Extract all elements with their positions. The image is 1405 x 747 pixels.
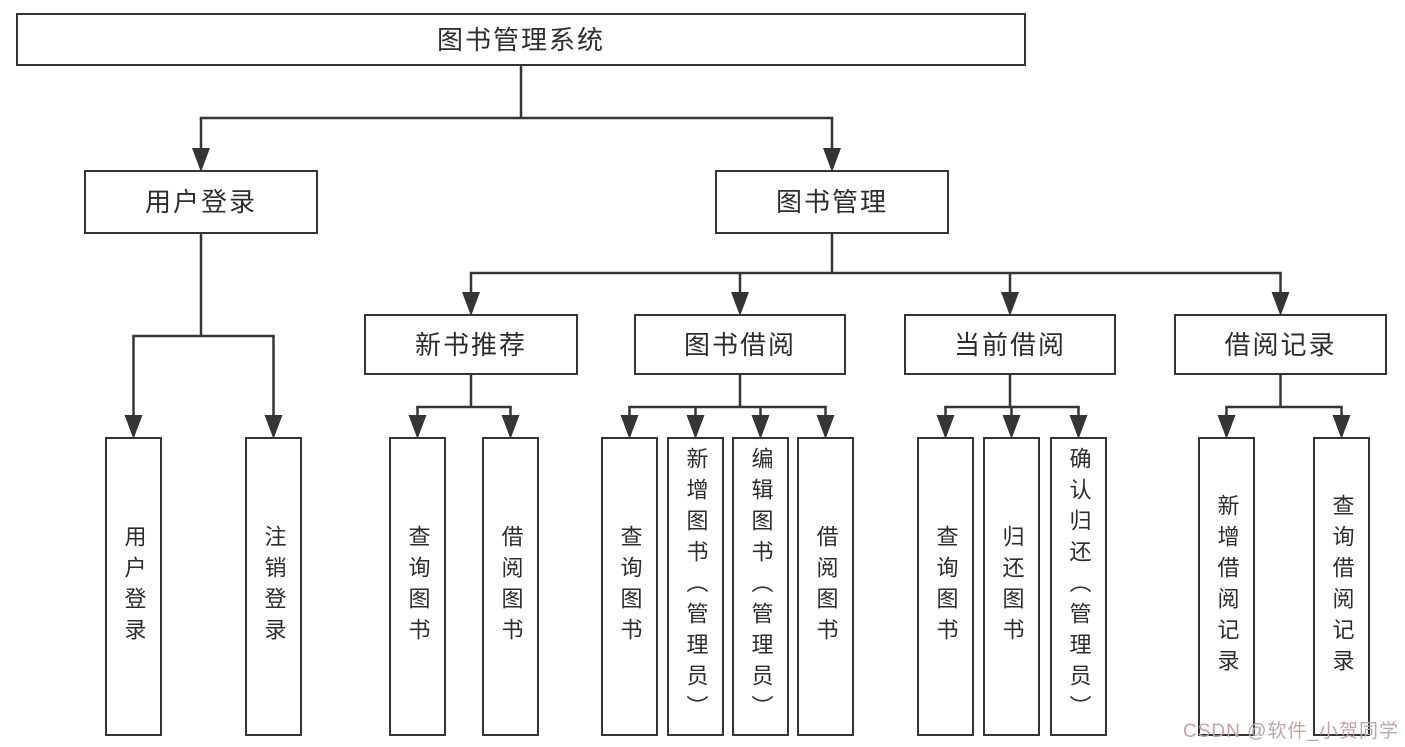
arrowhead-down-icon	[462, 292, 480, 316]
arrowhead-down-icon	[1069, 415, 1088, 439]
arrowhead-down-icon	[1001, 292, 1019, 316]
arrowhead-down-icon	[936, 415, 955, 439]
box-label: 用户登录	[121, 524, 147, 649]
arrowhead-down-icon	[501, 415, 520, 439]
box-leaf-borrow-book-1: 借阅图书	[482, 437, 539, 736]
box-leaf-query-book-1: 查询图书	[389, 437, 446, 736]
box-leaf-query-book-2: 查询图书	[601, 437, 658, 736]
box-leaf-query-book-3: 查询图书	[917, 437, 974, 736]
box-leaf-user-login: 用户登录	[105, 437, 162, 736]
box-label: 借阅图书	[498, 524, 524, 649]
arrowhead-down-icon	[1332, 415, 1351, 439]
box-leaf-add-borrow-record: 新增借阅记录	[1198, 437, 1255, 736]
watermark-csdn: CSDN @软件_小贺同学	[1183, 721, 1399, 742]
arrowhead-down-icon	[1217, 415, 1236, 439]
box-leaf-edit-book: 编辑图书（管理员）	[732, 437, 789, 736]
arrowhead-down-icon	[620, 415, 639, 439]
box-label: 图书管理系统	[436, 24, 605, 55]
arrowhead-down-icon	[124, 415, 143, 439]
box-label: 编辑图书（管理员）	[748, 447, 774, 726]
box-label: 查询借阅记录	[1329, 493, 1355, 680]
box-book-borrow: 图书借阅	[634, 314, 846, 375]
arrowhead-down-icon	[264, 415, 283, 439]
box-leaf-return-book: 归还图书	[983, 437, 1040, 736]
arrowhead-down-icon	[816, 415, 835, 439]
box-label: 查询图书	[933, 524, 959, 649]
box-label: 查询图书	[617, 524, 643, 649]
box-label: 借阅图书	[813, 524, 839, 649]
box-label: 查询图书	[405, 524, 431, 649]
box-leaf-query-borrow-record: 查询借阅记录	[1313, 437, 1370, 736]
box-label: 用户登录	[144, 187, 257, 217]
box-borrow-records: 借阅记录	[1174, 314, 1387, 375]
arrowhead-down-icon	[192, 148, 210, 172]
arrowhead-down-icon	[823, 148, 841, 172]
arrowhead-down-icon	[1002, 415, 1021, 439]
box-library-system: 图书管理系统	[16, 13, 1026, 66]
box-user-login-group: 用户登录	[84, 170, 318, 234]
box-new-book-recommend: 新书推荐	[364, 314, 578, 375]
box-leaf-logout: 注销登录	[245, 437, 302, 736]
arrowhead-down-icon	[1271, 292, 1290, 316]
box-label: 图书借阅	[683, 329, 796, 360]
box-label: 借阅记录	[1224, 329, 1337, 360]
box-label: 确认归还（管理员）	[1066, 447, 1092, 726]
box-label: 当前借阅	[953, 329, 1066, 360]
arrowhead-down-icon	[408, 415, 427, 439]
box-label: 新增图书（管理员）	[683, 447, 709, 726]
box-label: 归还图书	[999, 524, 1025, 649]
box-label: 图书管理	[775, 187, 888, 217]
arrowhead-down-icon	[731, 292, 749, 316]
box-leaf-borrow-book-2: 借阅图书	[797, 437, 854, 736]
box-label: 新增借阅记录	[1214, 493, 1240, 680]
box-label: 新书推荐	[414, 329, 527, 360]
box-current-borrow: 当前借阅	[904, 314, 1116, 375]
arrowhead-down-icon	[751, 415, 770, 439]
box-book-management: 图书管理	[715, 170, 949, 234]
box-leaf-add-book: 新增图书（管理员）	[667, 437, 724, 736]
box-leaf-confirm-return: 确认归还（管理员）	[1050, 437, 1107, 736]
box-label: 注销登录	[261, 524, 287, 649]
arrowhead-down-icon	[686, 415, 705, 439]
